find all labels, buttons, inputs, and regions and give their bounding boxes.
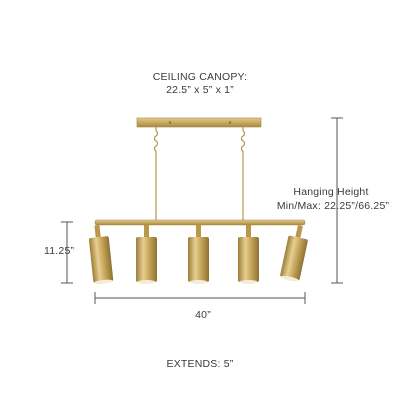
lamp-heads [88,224,308,285]
lamp-head-1 [88,224,114,285]
fixture-bar [94,219,306,226]
lamp-head-5 [280,225,308,282]
fixture-length-dimension-line [94,292,306,304]
suspension-rods [153,127,246,221]
hanging-height-title: Hanging Height [293,186,369,198]
lamp-head-4 [238,225,259,284]
fixture-length-label: 40” [195,309,211,321]
canopy-title: CEILING CANOPY: [152,71,248,83]
ceiling-canopy [136,117,262,128]
hanging-height-dimension-line [331,117,343,284]
extends-label: EXTENDS: 5” [166,358,234,370]
fixture-height-dimension-line [61,221,73,284]
lamp-head-3 [188,225,209,284]
lamp-head-2 [136,225,157,284]
canopy-dimensions: 22.5” x 5” x 1” [166,84,234,96]
hanging-height-dimensions: Min/Max: 22.25”/66.25” [276,200,390,212]
